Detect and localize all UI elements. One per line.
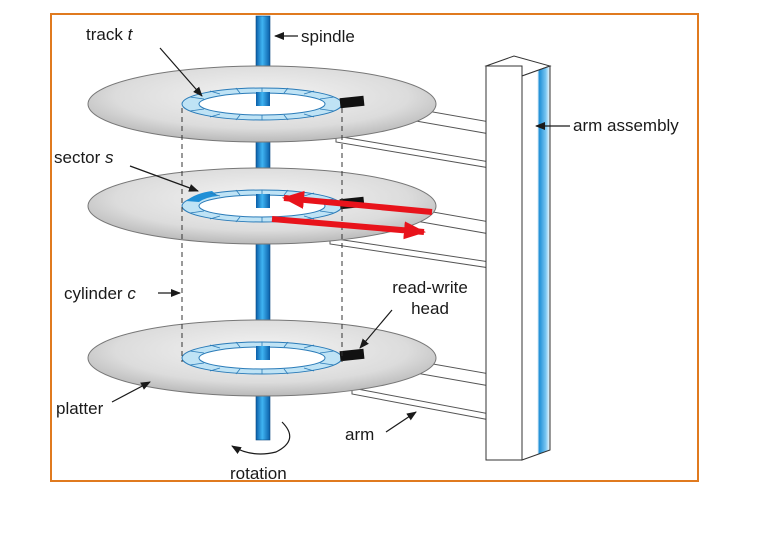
label-spindle: spindle bbox=[301, 27, 355, 46]
label-arm-assembly: arm assembly bbox=[573, 116, 679, 135]
label-read-write-1: read-write bbox=[392, 278, 468, 297]
arms bbox=[329, 95, 491, 421]
arrow-inward bbox=[282, 190, 433, 215]
read-write-head-1 bbox=[339, 95, 365, 109]
sector-highlight bbox=[186, 191, 218, 202]
spindle-front bbox=[256, 92, 270, 360]
label-rotation: rotation bbox=[230, 464, 287, 483]
track-leader bbox=[159, 47, 203, 97]
arrow-outward bbox=[271, 216, 426, 240]
arm-assembly-pillar bbox=[484, 55, 552, 461]
rotation-arrow-icon bbox=[231, 421, 291, 455]
label-track: track t bbox=[86, 25, 134, 44]
label-arm: arm bbox=[345, 425, 374, 444]
read-write-leader bbox=[359, 309, 393, 349]
head-movement-arrows bbox=[271, 190, 433, 240]
read-write-head-3 bbox=[339, 348, 365, 362]
label-cylinder: cylinder c bbox=[64, 284, 136, 303]
label-sector: sector s bbox=[54, 148, 114, 167]
platter-leader bbox=[111, 381, 151, 403]
arm-leader bbox=[385, 411, 417, 433]
sector-leader bbox=[129, 165, 199, 192]
cylinder-outline bbox=[181, 108, 343, 362]
label-platter: platter bbox=[56, 399, 104, 418]
label-read-write-2: head bbox=[411, 299, 449, 318]
